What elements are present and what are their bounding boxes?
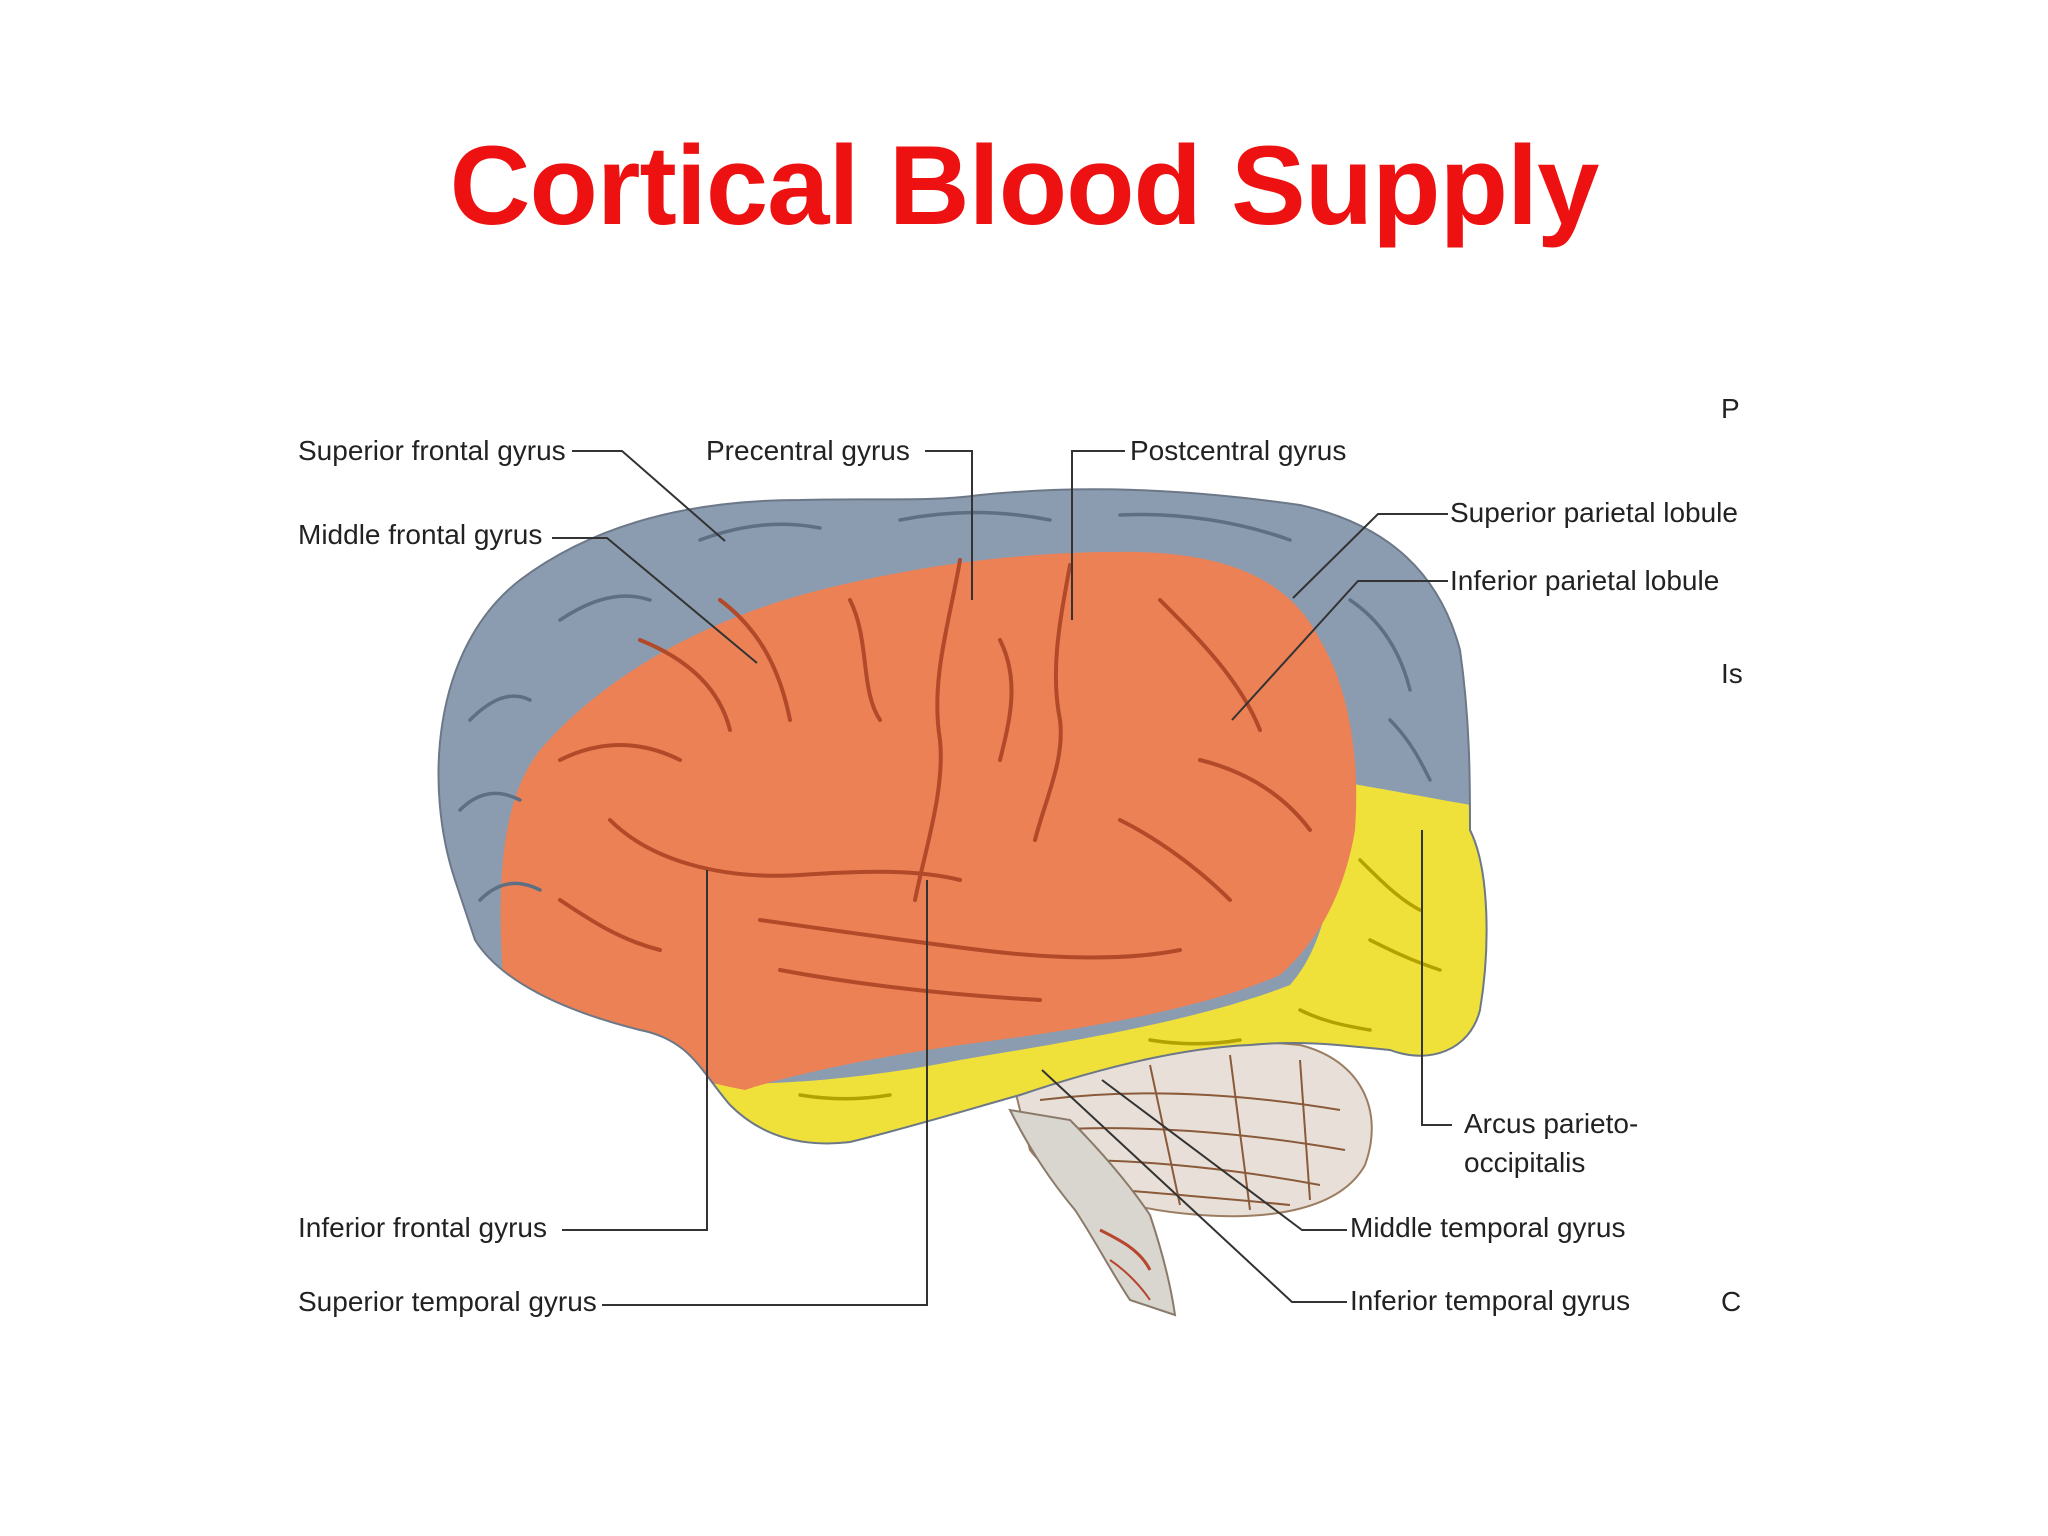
label-postcentral-gyrus: Postcentral gyrus <box>1130 435 1346 466</box>
label-inferior-parietal-lobule: Inferior parietal lobule <box>1450 565 1719 596</box>
label-precentral-gyrus: Precentral gyrus <box>706 435 910 466</box>
edge-letter-is: Is <box>1721 658 1743 689</box>
edge-letter-p: P <box>1721 393 1740 424</box>
label-arcus-line1: Arcus parieto- <box>1464 1108 1638 1139</box>
label-middle-frontal-gyrus: Middle frontal gyrus <box>298 519 542 550</box>
label-inferior-temporal-gyrus: Inferior temporal gyrus <box>1350 1285 1630 1316</box>
label-inferior-frontal-gyrus: Inferior frontal gyrus <box>298 1212 547 1243</box>
label-superior-frontal-gyrus: Superior frontal gyrus <box>298 435 566 466</box>
label-superior-temporal-gyrus: Superior temporal gyrus <box>298 1286 597 1317</box>
label-middle-temporal-gyrus: Middle temporal gyrus <box>1350 1212 1625 1243</box>
label-arcus-line2: occipitalis <box>1464 1147 1585 1178</box>
brainstem <box>1008 1108 1177 1317</box>
slide-title: Cortical Blood Supply <box>449 123 1600 248</box>
edge-letter-c: C <box>1721 1286 1741 1317</box>
label-superior-parietal-lobule: Superior parietal lobule <box>1450 497 1738 528</box>
leader-lines <box>552 450 1452 1306</box>
